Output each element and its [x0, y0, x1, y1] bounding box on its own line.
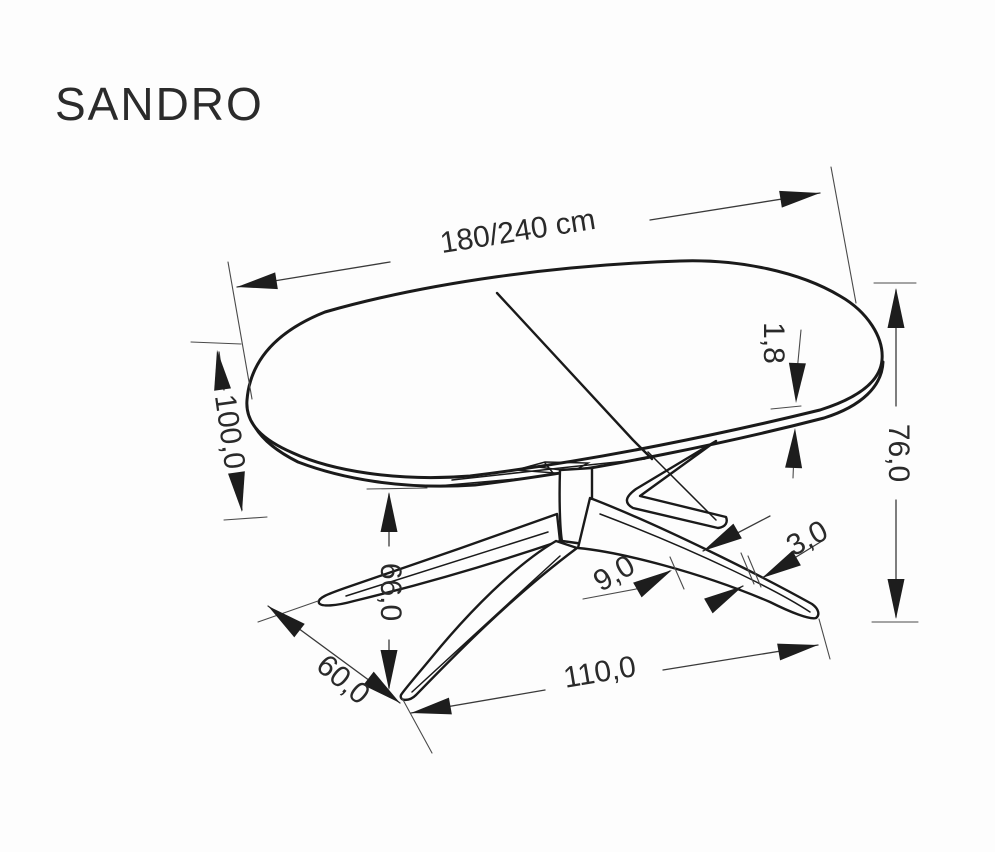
dim-height-label: 76,0: [882, 424, 915, 482]
leg-back-left: [317, 512, 562, 607]
dimension-base-depth: 60,0: [257, 599, 433, 754]
dim-base-depth-label: 60,0: [310, 648, 376, 711]
dimension-top-thickness: 1,8: [757, 322, 806, 479]
apron-line-left: [436, 478, 517, 487]
dim-length-label: 180/240 cm: [438, 203, 598, 260]
dim-underframe-height-label: 66,0: [374, 563, 407, 621]
dimension-height: 76,0: [871, 282, 919, 623]
table-base: [317, 439, 820, 702]
mechanism-bracket: [515, 461, 591, 475]
extension-seam-line: [495, 291, 654, 461]
tabletop-surface: [245, 259, 884, 480]
tabletop-thickness-edge: [246, 360, 885, 488]
dimension-underframe-height: 66,0: [366, 487, 428, 690]
product-title: SANDRO: [55, 78, 264, 130]
leg-back-right: [625, 439, 728, 530]
leg-front-right: [576, 496, 820, 620]
dim-width-label: 100,0: [208, 392, 251, 471]
tabletop: [245, 259, 885, 488]
dim-base-width-label: 110,0: [561, 650, 638, 695]
dim-top-thickness-label: 1,8: [757, 322, 790, 364]
